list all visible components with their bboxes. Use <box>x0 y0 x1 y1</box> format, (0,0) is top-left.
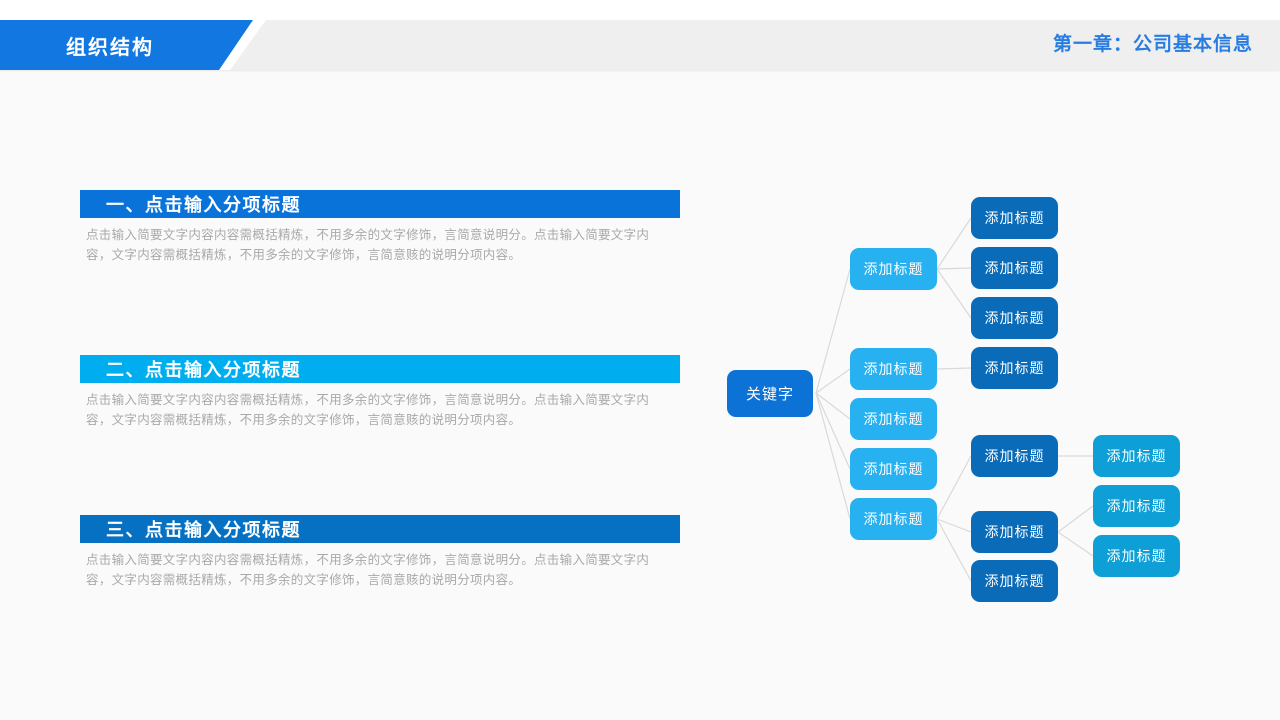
org-node-l3-2: 添加标题 <box>971 247 1058 289</box>
org-node-l3-7: 添加标题 <box>971 560 1058 602</box>
org-node-l3-6: 添加标题 <box>971 511 1058 553</box>
org-node-l2-2: 添加标题 <box>850 348 937 390</box>
slide-title-ribbon: 组织结构 <box>0 20 270 70</box>
section-1-body: 点击输入简要文字内容内容需概括精炼，不用多余的文字修饰，言简意说明分。点击输入简… <box>86 228 650 262</box>
section-2-title: 二、点击输入分项标题 <box>106 360 301 380</box>
org-node-root: 关键字 <box>727 370 813 417</box>
section-3-title-bar: 三、点击输入分项标题 <box>80 515 680 543</box>
org-node-l3-5: 添加标题 <box>971 435 1058 477</box>
org-node-l3-3: 添加标题 <box>971 297 1058 339</box>
org-node-l2-1: 添加标题 <box>850 248 937 290</box>
org-node-l4-3: 添加标题 <box>1093 535 1180 577</box>
header-top-strip <box>0 0 1280 20</box>
ribbon-blue-flag: 组织结构 <box>0 20 253 70</box>
org-node-l4-1: 添加标题 <box>1093 435 1180 477</box>
section-1-title: 一、点击输入分项标题 <box>106 195 301 215</box>
section-3: 三、点击输入分项标题 点击输入简要文字内容内容需概括精炼，不用多余的文字修饰，言… <box>80 515 680 590</box>
section-2: 二、点击输入分项标题 点击输入简要文字内容内容需概括精炼，不用多余的文字修饰，言… <box>80 355 680 430</box>
org-node-l3-4: 添加标题 <box>971 347 1058 389</box>
section-1: 一、点击输入分项标题 点击输入简要文字内容内容需概括精炼，不用多余的文字修饰，言… <box>80 190 680 265</box>
chapter-label: 第一章：公司基本信息 <box>1052 34 1253 55</box>
section-1-title-bar: 一、点击输入分项标题 <box>80 190 680 218</box>
section-3-body: 点击输入简要文字内容内容需概括精炼，不用多余的文字修饰，言简意说明分。点击输入简… <box>86 553 650 587</box>
org-node-l3-1: 添加标题 <box>971 197 1058 239</box>
section-2-body: 点击输入简要文字内容内容需概括精炼，不用多余的文字修饰，言简意说明分。点击输入简… <box>86 393 650 427</box>
slide-title: 组织结构 <box>66 36 154 59</box>
section-2-title-bar: 二、点击输入分项标题 <box>80 355 680 383</box>
org-node-l4-2: 添加标题 <box>1093 485 1180 527</box>
section-3-title: 三、点击输入分项标题 <box>106 520 301 540</box>
org-node-l2-3: 添加标题 <box>850 398 937 440</box>
org-node-l2-5: 添加标题 <box>850 498 937 540</box>
org-node-l2-4: 添加标题 <box>850 448 937 490</box>
